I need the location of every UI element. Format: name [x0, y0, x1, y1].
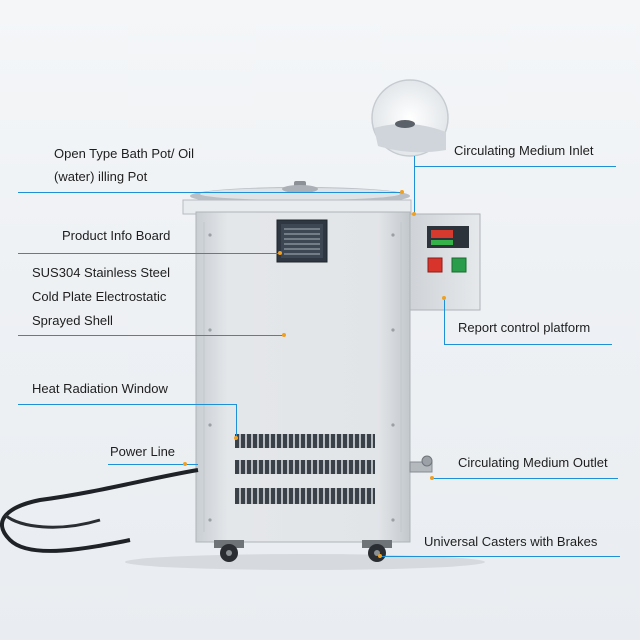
leader-outlet	[432, 478, 618, 479]
leader-heat-window-h	[18, 404, 236, 405]
green-switch	[451, 257, 467, 273]
caster-left	[214, 540, 244, 562]
callout-shell-line2: Cold Plate Electrostatic	[32, 289, 167, 304]
callout-product-info-board: Product Info Board	[62, 228, 171, 243]
anchor-casters	[378, 554, 382, 558]
callout-shell-line1: SUS304 Stainless Steel	[32, 265, 171, 280]
callout-heat-radiation-window: Heat Radiation Window	[32, 381, 168, 396]
callout-bath-pot-line2: (water) illing Pot	[54, 169, 148, 184]
anchor-power-line	[183, 462, 187, 466]
leader-control-v	[444, 298, 445, 344]
callout-casters: Universal Casters with Brakes	[424, 534, 598, 549]
leader-inlet-h	[414, 166, 616, 167]
leader-info-board	[18, 253, 280, 254]
power-cable	[0, 468, 199, 553]
leader-inlet-v	[414, 156, 415, 214]
callout-control-platform: Report control platform	[458, 320, 591, 335]
leader-casters	[380, 556, 620, 557]
anchor-bath-pot	[400, 190, 404, 194]
callout-bath-pot-line1: Open Type Bath Pot/ Oil	[54, 146, 194, 161]
anchor-inlet	[412, 212, 416, 216]
leader-control-h	[444, 344, 612, 345]
leader-power-line	[108, 464, 198, 465]
anchor-info-board	[278, 251, 282, 255]
leader-shell	[18, 335, 284, 336]
anchor-outlet	[430, 476, 434, 480]
leader-heat-window-v	[236, 404, 237, 438]
callout-power-line: Power Line	[110, 444, 176, 459]
callout-shell-line3: Sprayed Shell	[32, 313, 113, 328]
leader-bath-pot	[18, 192, 402, 193]
stainless-shell	[195, 211, 411, 543]
callout-medium-inlet: Circulating Medium Inlet	[454, 143, 594, 158]
anchor-shell	[282, 333, 286, 337]
anchor-control	[442, 296, 446, 300]
floor-shadow	[125, 554, 485, 570]
anchor-heat-window	[234, 436, 238, 440]
red-switch	[427, 257, 443, 273]
callout-medium-outlet: Circulating Medium Outlet	[458, 455, 608, 470]
inlet-port	[395, 120, 415, 128]
outlet-valve	[409, 461, 433, 473]
